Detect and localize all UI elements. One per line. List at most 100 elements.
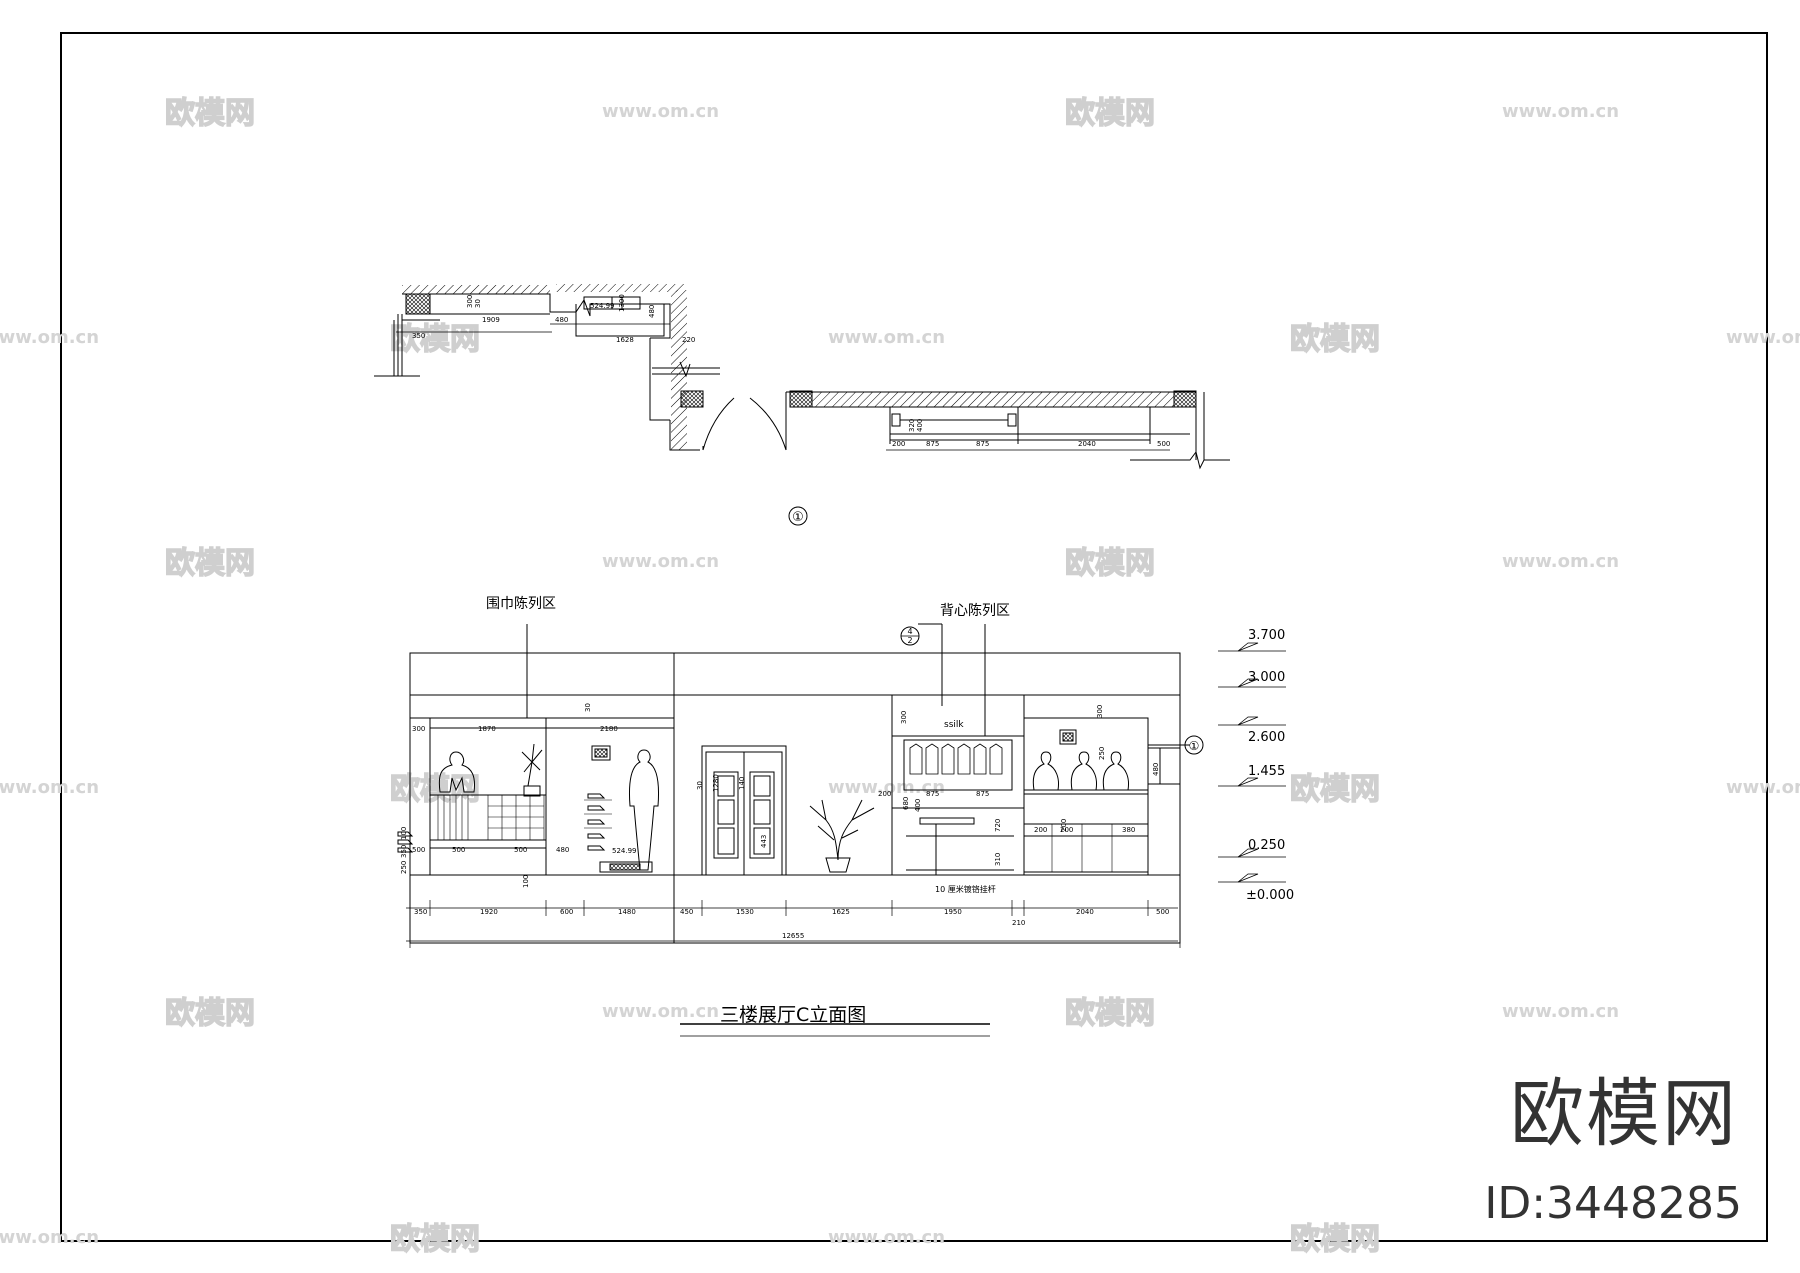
svg-text:1909: 1909 [482,316,500,324]
svg-text:1950: 1950 [944,908,962,916]
svg-text:①: ① [792,510,804,525]
svg-text:500: 500 [452,846,465,854]
svg-text:30: 30 [696,781,704,790]
watermark-cn: 欧模网 [165,546,255,581]
svg-text:200: 200 [1034,826,1047,834]
svg-text:500: 500 [1156,908,1169,916]
svg-text:250: 250 [1098,747,1106,760]
watermark-url: www.om.cn [1726,327,1800,348]
svg-text:443: 443 [760,835,768,848]
wall-hatch [402,285,550,294]
svg-text:100: 100 [522,875,530,888]
svg-text:12655: 12655 [782,932,804,940]
drawing-frame [60,32,1768,1242]
sign-text: ssilk [944,720,964,730]
level-label: 3.700 [1248,628,1285,643]
svg-text:350: 350 [414,908,427,916]
level-label: ±0.000 [1246,888,1294,903]
watermark-url: www.om.cn [1726,777,1800,798]
watermark-cn: 欧模网 [390,772,480,807]
svg-text:200: 200 [892,440,905,448]
svg-text:2040: 2040 [1076,908,1094,916]
svg-text:875: 875 [926,440,939,448]
svg-text:600: 600 [560,908,573,916]
svg-text:350: 350 [400,845,408,858]
column-block [680,390,704,408]
svg-text:2180: 2180 [600,725,618,733]
svg-text:2040: 2040 [1078,440,1096,448]
svg-text:1870: 1870 [478,725,496,733]
column-block [405,293,431,315]
svg-text:500: 500 [412,846,425,854]
svg-text:480: 480 [555,316,568,324]
plan-view [374,284,1230,470]
brand-id: ID:3448285 [1484,1178,1742,1229]
svg-text:500: 500 [514,846,527,854]
svg-text:875: 875 [976,440,989,448]
svg-text:720: 720 [994,819,1002,832]
svg-text:200: 200 [878,790,891,798]
zone-vest-label: 背心陈列区 [940,602,1010,619]
watermark-url: www.om.cn [0,777,99,798]
svg-text:480: 480 [648,305,656,318]
svg-text:480: 480 [556,846,569,854]
watermark-cn: 欧模网 [1290,322,1380,357]
svg-text:680: 680 [902,797,910,810]
svg-text:1300: 1300 [618,294,626,312]
level-label: 1.455 [1248,764,1285,779]
svg-text:350: 350 [412,332,425,340]
svg-text:300: 300 [412,725,425,733]
watermark-cn: 欧模网 [165,96,255,131]
svg-text:450: 450 [680,908,693,916]
level-label: 2.600 [1248,730,1285,745]
watermarks: 欧模网 www.om.cn 欧模网 www.om.cn www.om.cn 欧模… [0,95,1800,1257]
watermark-url: www.om.cn [828,1227,945,1248]
section-tag: ① [1189,739,1200,753]
watermark-url: www.om.cn [1502,101,1619,122]
svg-text:250: 250 [400,861,408,874]
svg-text:875: 875 [926,790,939,798]
plan-marker: ① [788,506,808,526]
level-label: 3.000 [1248,670,1285,685]
wall-hatch [671,290,687,450]
drawing-title: 三楼展厅C立面图 [720,1004,866,1026]
watermark-cn: 欧模网 [390,1222,480,1257]
svg-text:1280: 1280 [712,774,720,792]
svg-text:1530: 1530 [736,908,754,916]
column-block [1173,390,1197,408]
watermark-url: www.om.cn [828,777,945,798]
svg-text:100: 100 [400,827,408,840]
detail-tag-bottom: 2 [907,636,912,645]
svg-text:400: 400 [914,799,922,812]
svg-text:500: 500 [1157,440,1170,448]
svg-text:320: 320 [908,419,916,432]
svg-text:200: 200 [1060,819,1068,832]
plan-dimensions: 350 1909 480 1628 220 300 30 524.99 1300… [412,294,1170,448]
svg-text:480: 480 [1152,763,1160,776]
watermark-cn: 欧模网 [390,322,480,357]
zone-scarf-label: 围巾陈列区 [486,595,556,612]
svg-text:1480: 1480 [618,908,636,916]
svg-text:30: 30 [474,299,482,308]
watermark-url: www.om.cn [602,101,719,122]
watermark-url: www.om.cn [602,551,719,572]
watermark-url: www.om.cn [602,1001,719,1022]
svg-text:140: 140 [738,777,746,790]
svg-text:524.99: 524.99 [612,847,637,855]
watermark-url: www.om.cn [828,327,945,348]
elevation-labels: 围巾陈列区 背心陈列区 4 2 ① ssilk 10 厘米镀铬挂杆 三楼展厅C立… [400,595,1294,1026]
svg-text:220: 220 [682,336,695,344]
svg-text:300: 300 [1096,705,1104,718]
svg-text:1625: 1625 [832,908,850,916]
elevation-view [397,623,1286,1037]
watermark-url: www.om.cn [1502,551,1619,572]
svg-text:524.99: 524.99 [590,302,615,310]
svg-text:210: 210 [1012,919,1025,927]
watermark-cn: 欧模网 [1065,96,1155,131]
watermark-cn: 欧模网 [1290,1222,1380,1257]
watermark-url: www.om.cn [0,1227,99,1248]
watermark-cn: 欧模网 [1290,772,1380,807]
watermark-cn: 欧模网 [1065,546,1155,581]
svg-text:310: 310 [994,853,1002,866]
